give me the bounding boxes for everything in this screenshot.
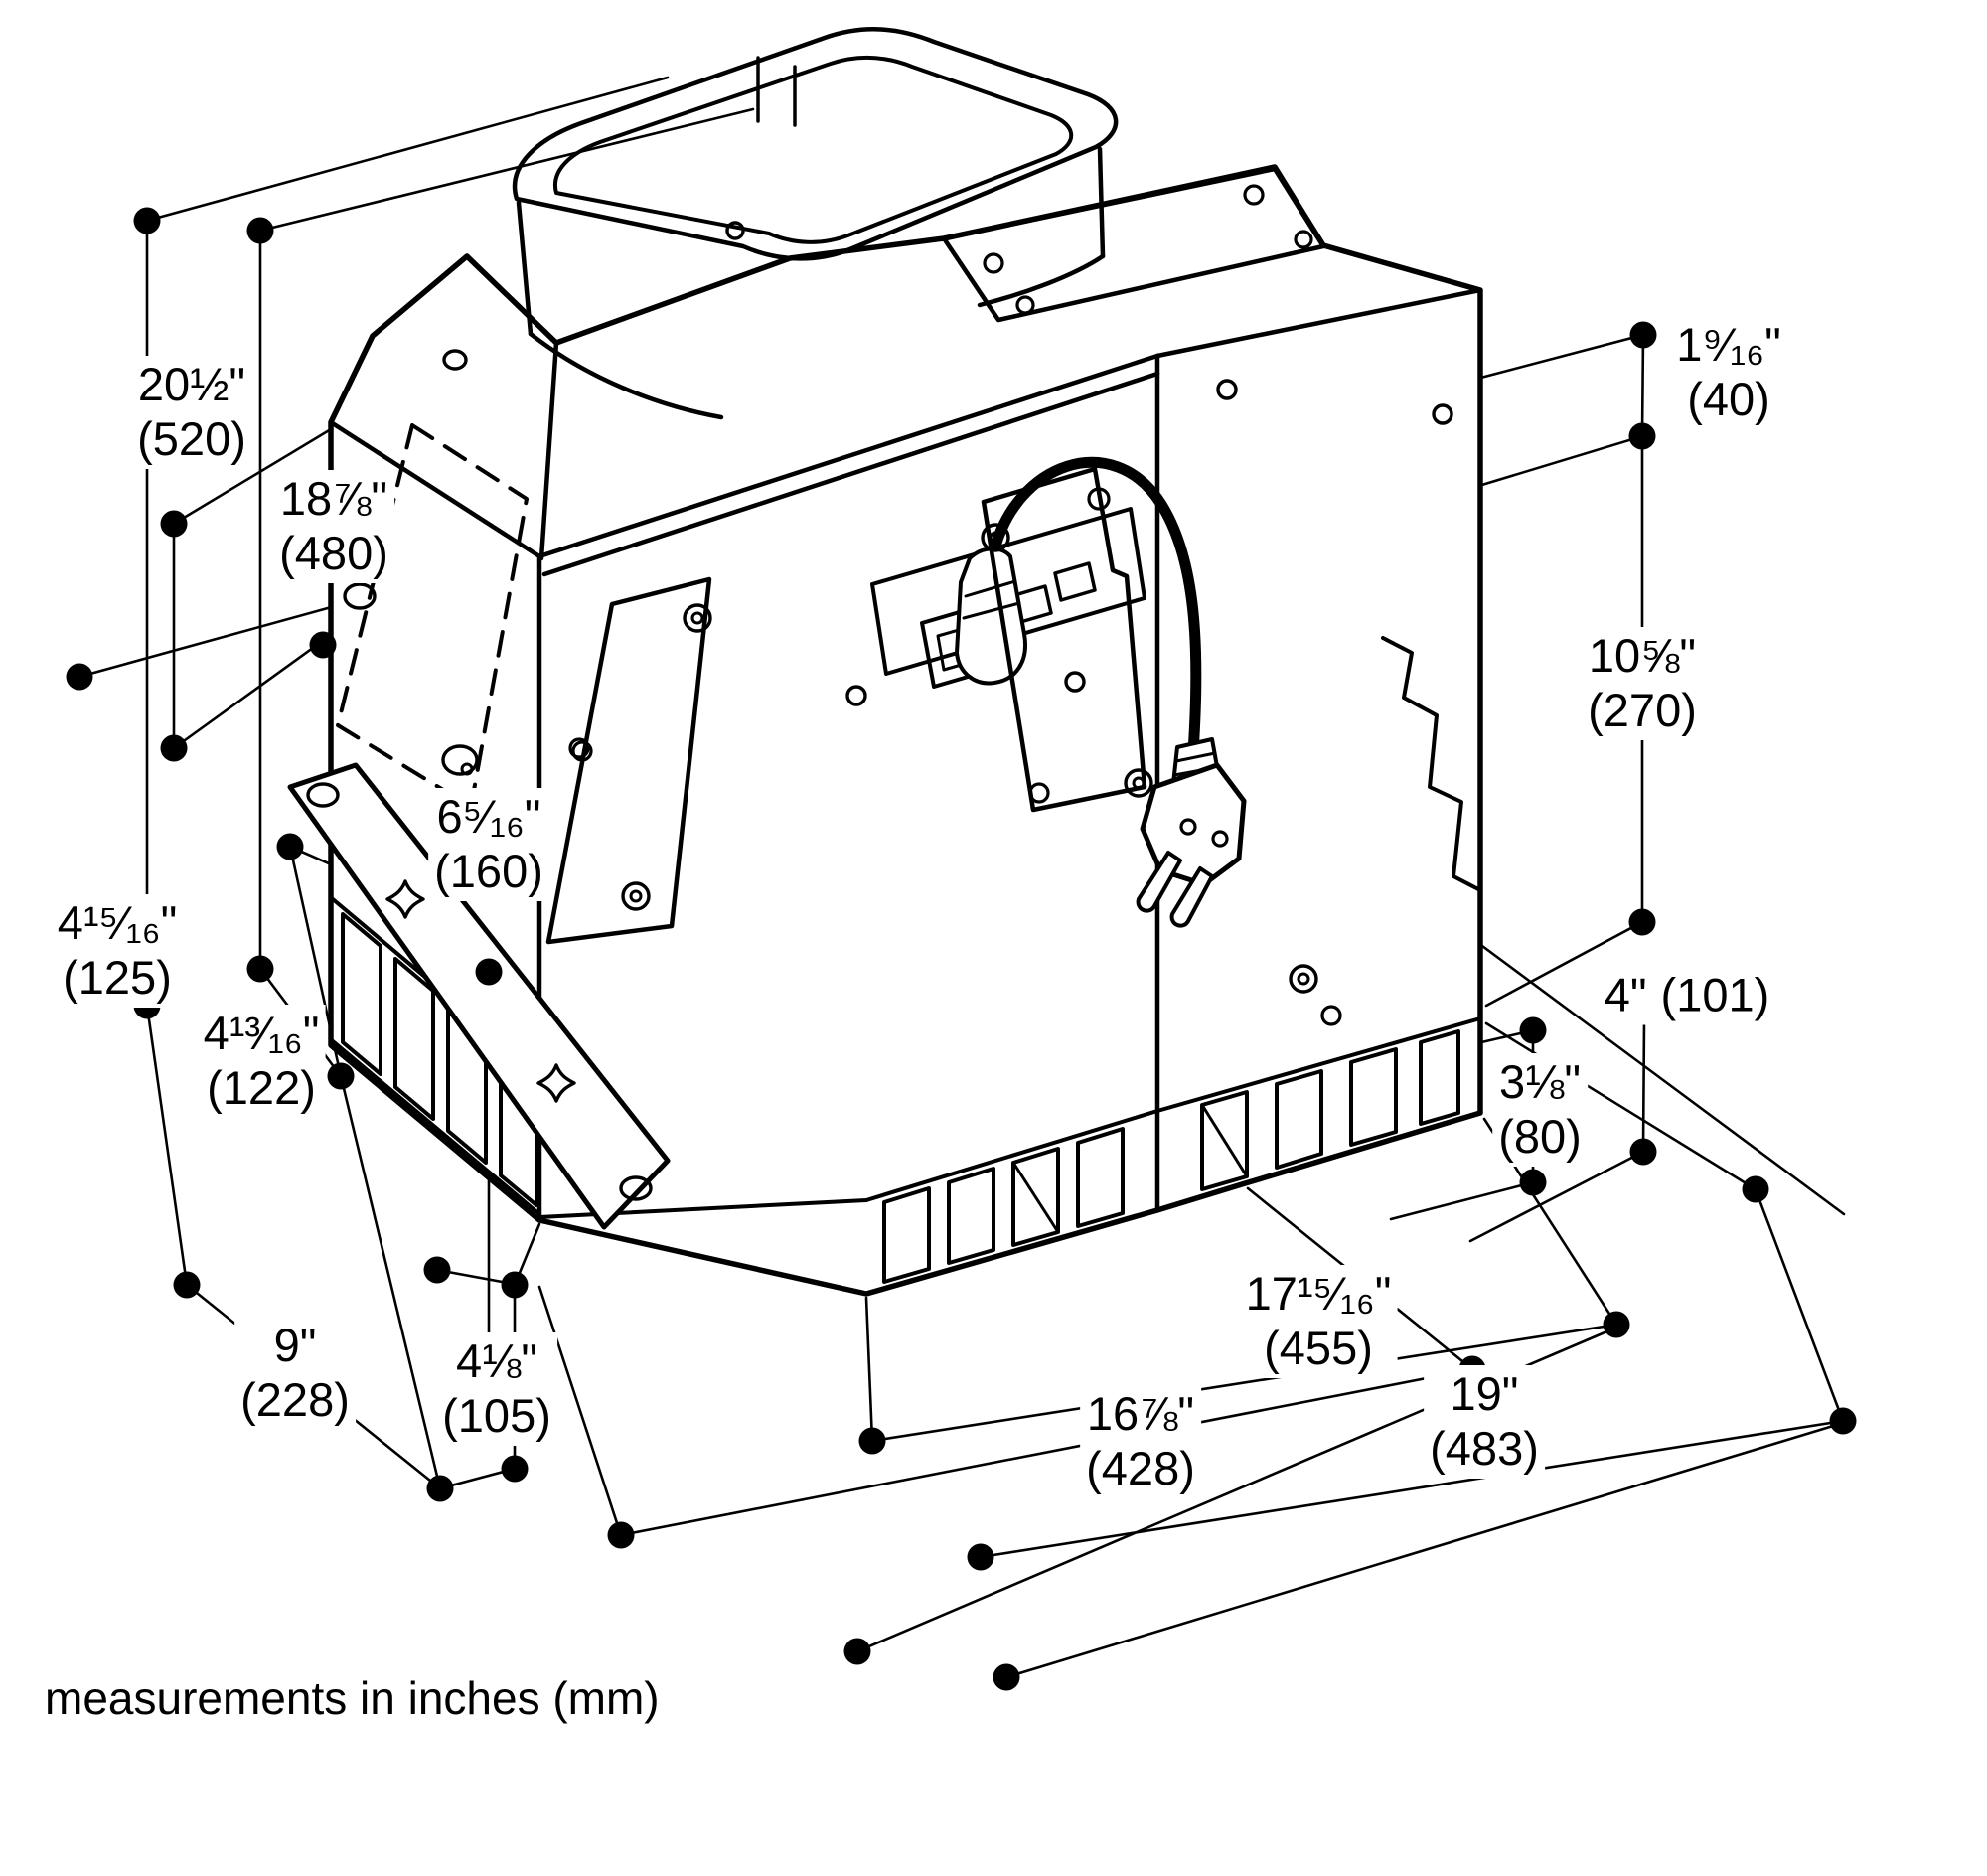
units-caption: measurements in inches (mm) (45, 1671, 660, 1725)
right-face-details (568, 636, 1482, 1026)
torx-screw-icon (385, 879, 425, 919)
dim-label-455: 17¹⁵⁄₁₆"(455) (1239, 1265, 1398, 1378)
dim-label-520: 20½"(520) (131, 356, 252, 469)
dim-label-228: 9"(228) (234, 1317, 356, 1430)
duct-collar (512, 27, 1119, 420)
mounting-bracket (287, 762, 671, 1230)
dim-label-40: 1⁹⁄₁₆"(40) (1670, 316, 1787, 429)
blower-panel-right (981, 466, 1153, 813)
dim-label-160: 6⁵⁄₁₆"(160) (428, 788, 549, 901)
dim-label-428: 16⅞"(428) (1080, 1385, 1201, 1498)
torx-screw-icon (536, 1063, 576, 1103)
dim-label-80: 3⅛"(80) (1492, 1053, 1588, 1167)
blower-panel-left (545, 576, 712, 945)
dim-label-483: 19"(483) (1424, 1365, 1545, 1479)
vent-slots-left (341, 912, 538, 1207)
power-plug (1136, 737, 1247, 928)
dim-label-122: 4¹³⁄₁₆"(122) (197, 1005, 326, 1118)
vent-slots-right (1200, 1029, 1460, 1191)
dim-label-105: 4⅛"(105) (436, 1332, 557, 1446)
body-silhouette (328, 164, 1483, 1297)
dimension-dots (66, 207, 1857, 1691)
terminal-cover-box (941, 166, 1326, 323)
vent-slots-front (882, 1127, 1125, 1284)
dim-label-101: 4"(101) (1598, 966, 1776, 1025)
dim-label-125: 4¹⁵⁄₁₆"(125) (51, 894, 184, 1008)
deck-screws (442, 221, 1453, 425)
body-edges (328, 287, 1483, 1223)
dim-label-480: 18⅞"(480) (273, 470, 394, 583)
dim-label-270: 10⅝"(270) (1582, 627, 1703, 740)
